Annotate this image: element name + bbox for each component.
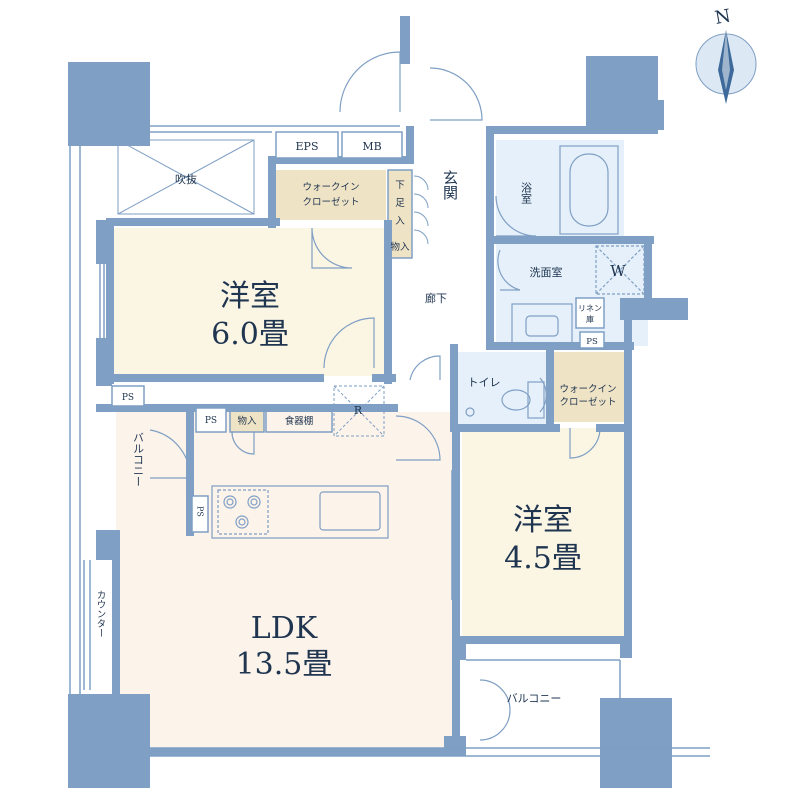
compass-north-label: N (713, 6, 732, 29)
toilet-bowl (465, 381, 545, 419)
meter-boxes (275, 131, 403, 159)
toilet-fill (456, 352, 550, 424)
western-room-1-name: 洋室 (220, 279, 280, 314)
ldk-size: 13.5畳 (236, 647, 333, 682)
ps-label-3: PS (196, 506, 205, 517)
ps-label-4: PS (586, 337, 598, 347)
washroom-fixtures (511, 245, 645, 345)
column-sw (68, 694, 150, 788)
walkin-closet-2-line1: ウォークイン (559, 384, 616, 395)
western-room-1-fill (110, 228, 388, 376)
pantry-label: 食器棚 (285, 415, 314, 427)
void-label: 吹抜 (175, 172, 197, 186)
closet-small-2-box (229, 407, 265, 433)
bathtub (559, 145, 619, 235)
eps-box (275, 131, 339, 159)
void-area (117, 139, 255, 215)
shoe-cabinet-arcs (413, 175, 429, 245)
walkin-closet-1-fill (276, 170, 386, 220)
structure (68, 16, 688, 788)
eps-label: EPS (296, 140, 319, 153)
shoe-storage-box (387, 169, 413, 259)
pantry-box (265, 407, 333, 433)
walls (96, 126, 654, 756)
refrigerator (333, 385, 385, 437)
refrigerator-label: R (354, 404, 363, 417)
western-room-1-size: 6.0畳 (211, 317, 289, 352)
balcony-west-label: バルコニー (132, 432, 145, 487)
linen-line1: リネン (578, 304, 602, 313)
counter-label: カウンター (95, 590, 107, 638)
ldk-kitchen-fill (190, 412, 456, 540)
ldk-name: LDK (251, 611, 318, 646)
stove (217, 489, 269, 535)
entrance-column (400, 16, 410, 64)
western-room-2-size: 4.5畳 (504, 541, 582, 576)
hallway-label: 廊下 (425, 291, 447, 305)
column-e-mid (620, 298, 688, 320)
ps-box-2 (195, 407, 227, 433)
walkin-closet-2-fill (552, 352, 624, 422)
column-ne-ext (620, 100, 664, 130)
ps-boxes (111, 331, 605, 533)
outer-thin-lines (69, 125, 710, 757)
bathroom-label: 浴室 (520, 182, 533, 204)
ps-box-3 (191, 495, 209, 533)
linen-line2: 庫 (586, 314, 594, 324)
ps-label-2: PS (205, 416, 217, 426)
shoe-storage-char1: 下 (395, 180, 405, 191)
ps-box-4 (579, 331, 605, 349)
compass: N (695, 6, 757, 104)
column-se (600, 698, 672, 788)
wash-basin (511, 303, 573, 345)
walkin-closet-2-line2: クローゼット (559, 396, 616, 408)
ps-label-1: PS (122, 393, 134, 403)
sink (319, 491, 381, 531)
western-room-2-fill (462, 428, 624, 636)
shoe-storage-char3: 入 (395, 216, 405, 227)
labels: 洋室 6.0畳 洋室 4.5畳 LDK 13.5畳 吹抜 EPS MB ウォーク… (95, 140, 627, 705)
walkin-closet-1-line1: ウォークイン (302, 182, 359, 193)
toilet-label: トイレ (468, 376, 501, 389)
ps-box-1 (111, 385, 145, 407)
walkin-closet-1-line2: クローゼット (302, 196, 359, 208)
linen-box (575, 297, 605, 329)
shoe-storage-char2: 足 (395, 198, 405, 209)
doors (149, 51, 601, 741)
entrance-char1: 玄関 (441, 170, 459, 201)
closet-small-1-label: 物入 (390, 241, 410, 253)
closet-small-2-label: 物入 (237, 415, 257, 427)
mb-label: MB (362, 140, 381, 153)
column-nw (68, 62, 150, 146)
mb-box (341, 131, 403, 159)
storage-boxes (229, 169, 605, 433)
washer-space (595, 245, 645, 295)
washroom-label: 洗面室 (530, 265, 563, 279)
western-room-2-name: 洋室 (513, 503, 573, 538)
balcony-south-label: バルコニー (507, 692, 562, 705)
washer-label: W (610, 262, 626, 280)
kitchen-counter (211, 485, 389, 539)
